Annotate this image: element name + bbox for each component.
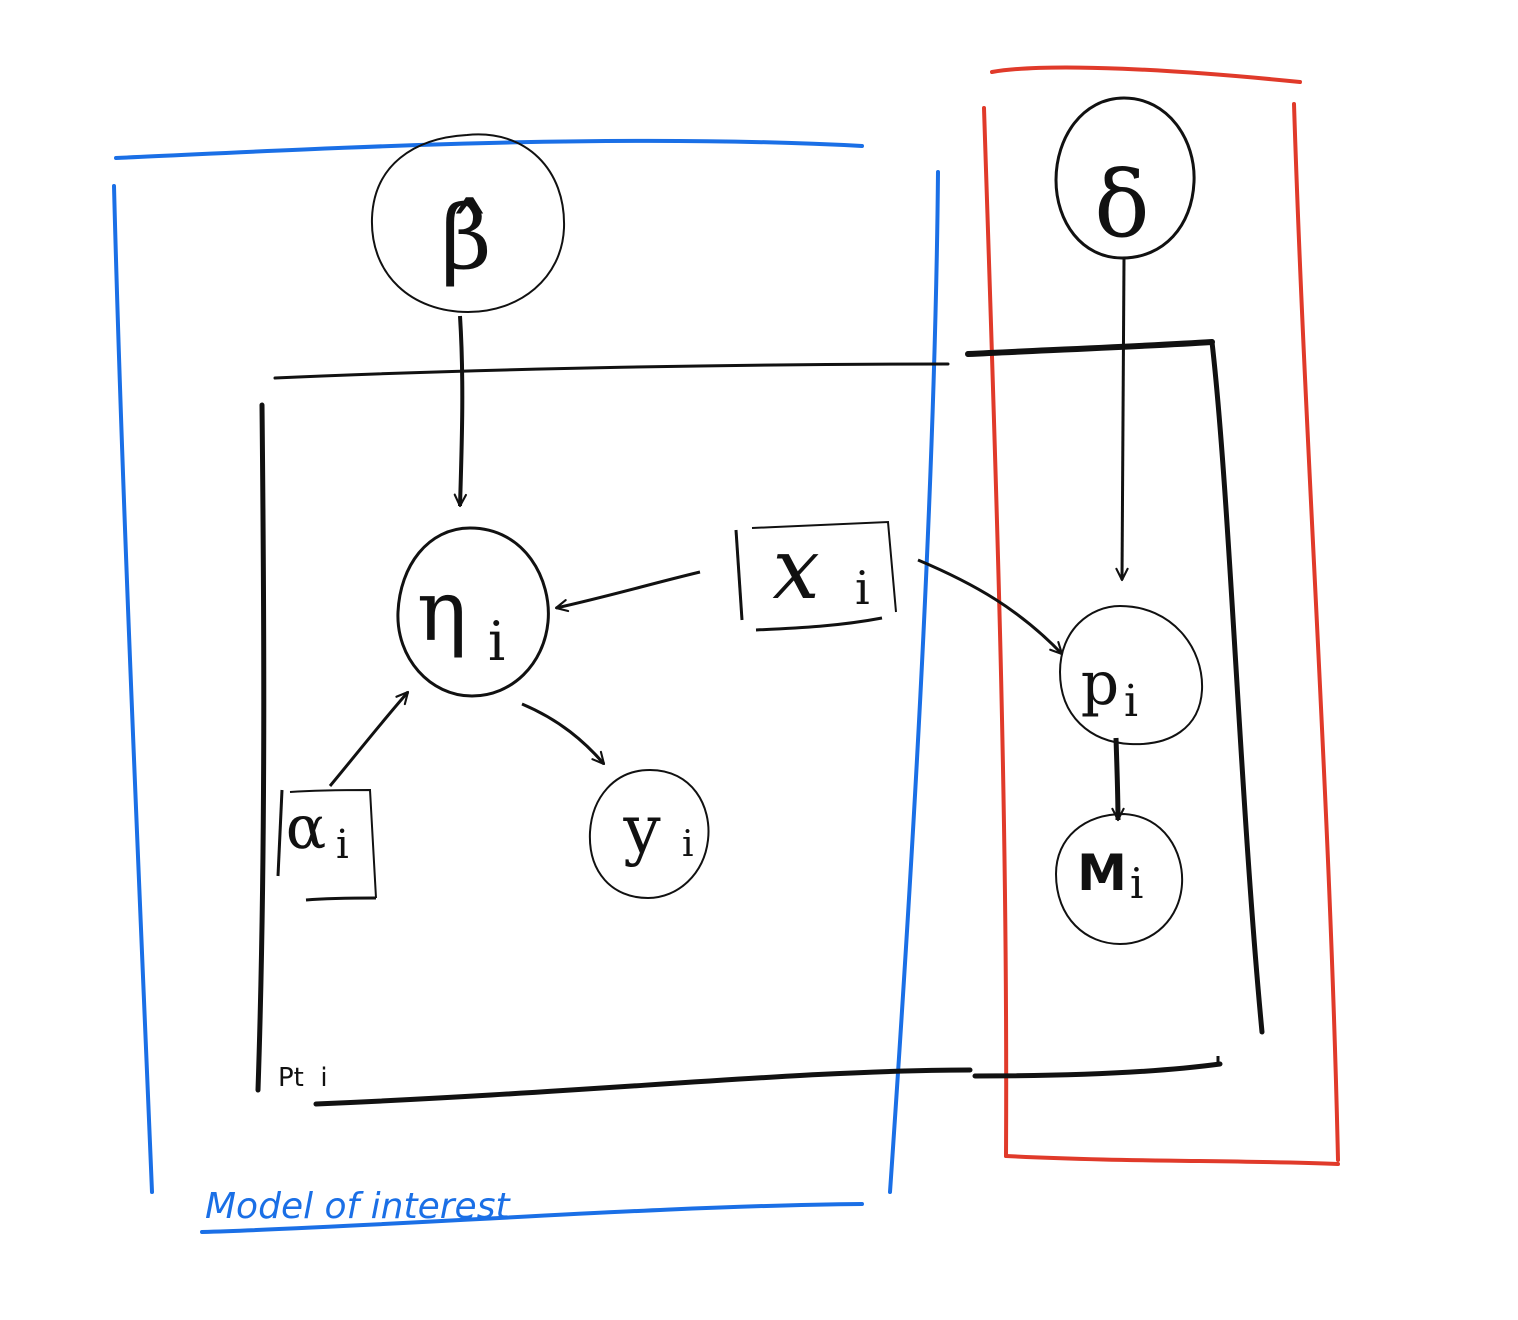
node-alpha-observed: α i <box>276 788 377 902</box>
x-label: x <box>772 520 819 618</box>
alpha-subscript: i <box>336 822 349 868</box>
node-m: M i <box>1054 812 1184 946</box>
edges <box>328 257 1129 822</box>
edge-x-to-p <box>917 558 1064 656</box>
node-delta: δ <box>1054 96 1196 260</box>
edge-alpha-to-eta <box>328 690 410 787</box>
edge-delta-to-p <box>1115 257 1129 582</box>
model-of-interest-region: Model of interest <box>112 138 940 1234</box>
eta-symbol: η <box>417 562 467 660</box>
model-of-interest-label: Model of interest <box>205 1186 511 1227</box>
node-p: p i <box>1058 604 1204 746</box>
m-label: M <box>1077 844 1127 902</box>
y-label: y <box>622 791 661 868</box>
x-subscript: i <box>855 561 870 615</box>
node-y: y i <box>588 768 710 900</box>
eta-subscript: i <box>488 610 505 673</box>
alpha-label: α <box>286 793 327 863</box>
p-subscript: i <box>1124 676 1138 727</box>
missingness-model-region <box>982 65 1340 1166</box>
node-eta: η i <box>396 526 550 698</box>
y-subscript: i <box>682 824 694 865</box>
node-x-observed: x i <box>734 520 897 632</box>
edge-eta-to-y <box>521 702 606 766</box>
edge-x-to-eta <box>554 570 701 613</box>
plate: Pt i <box>255 339 1265 1107</box>
delta-label: δ <box>1094 151 1149 258</box>
m-subscript: i <box>1130 859 1143 908</box>
edge-p-to-m <box>1111 737 1125 822</box>
node-beta: β̂ <box>370 133 566 314</box>
p-label: p <box>1081 649 1119 719</box>
eta-label: η <box>417 562 467 660</box>
beta-label: β̂ <box>441 186 492 289</box>
plate-label: Pt i <box>278 1063 328 1093</box>
edge-beta-to-eta <box>453 315 467 508</box>
